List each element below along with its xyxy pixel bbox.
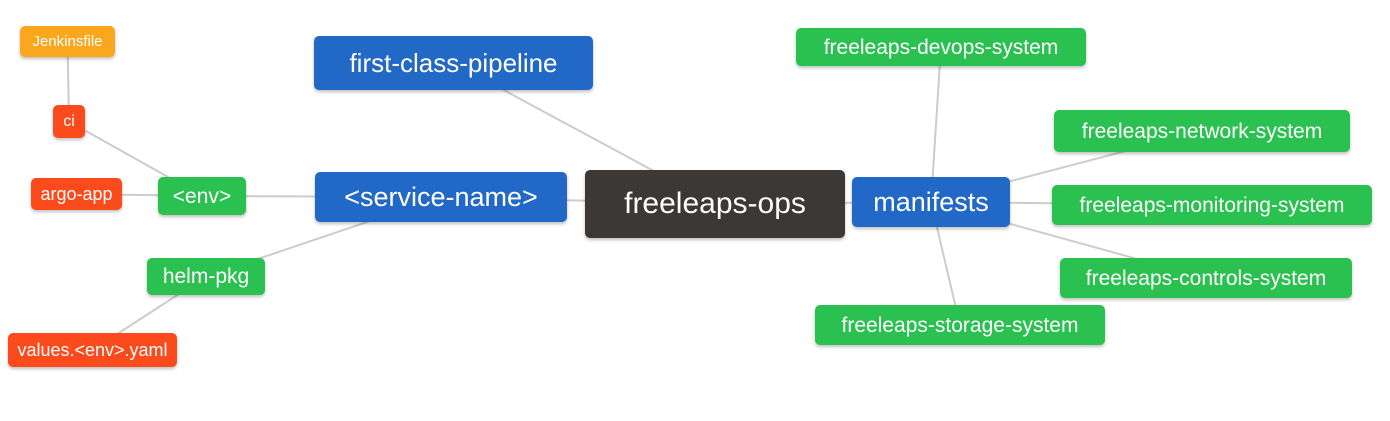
- mindmap-node-first-class-pipeline[interactable]: first-class-pipeline: [314, 36, 593, 90]
- mindmap-node-freeleaps-ops[interactable]: freeleaps-ops: [585, 170, 845, 238]
- mindmap-node-freeleaps-controls-system[interactable]: freeleaps-controls-system: [1060, 258, 1352, 298]
- mindmap-node-freeleaps-monitoring-system[interactable]: freeleaps-monitoring-system: [1052, 185, 1372, 225]
- mindmap-node-service-name[interactable]: <service-name>: [315, 172, 567, 222]
- mindmap-node-manifests[interactable]: manifests: [852, 177, 1010, 227]
- mindmap-node-jenkinsfile[interactable]: Jenkinsfile: [20, 26, 115, 57]
- mindmap-node-helm-pkg[interactable]: helm-pkg: [147, 258, 265, 295]
- mindmap-node-freeleaps-devops-system[interactable]: freeleaps-devops-system: [796, 28, 1086, 66]
- mindmap-node-freeleaps-network-system[interactable]: freeleaps-network-system: [1054, 110, 1350, 152]
- mindmap-node-env[interactable]: <env>: [158, 177, 246, 215]
- mindmap-node-freeleaps-storage-system[interactable]: freeleaps-storage-system: [815, 305, 1105, 345]
- mindmap-node-ci[interactable]: ci: [53, 105, 85, 138]
- mindmap-node-values-env-yaml[interactable]: values.<env>.yaml: [8, 333, 177, 367]
- mindmap-node-argo-app[interactable]: argo-app: [31, 178, 122, 210]
